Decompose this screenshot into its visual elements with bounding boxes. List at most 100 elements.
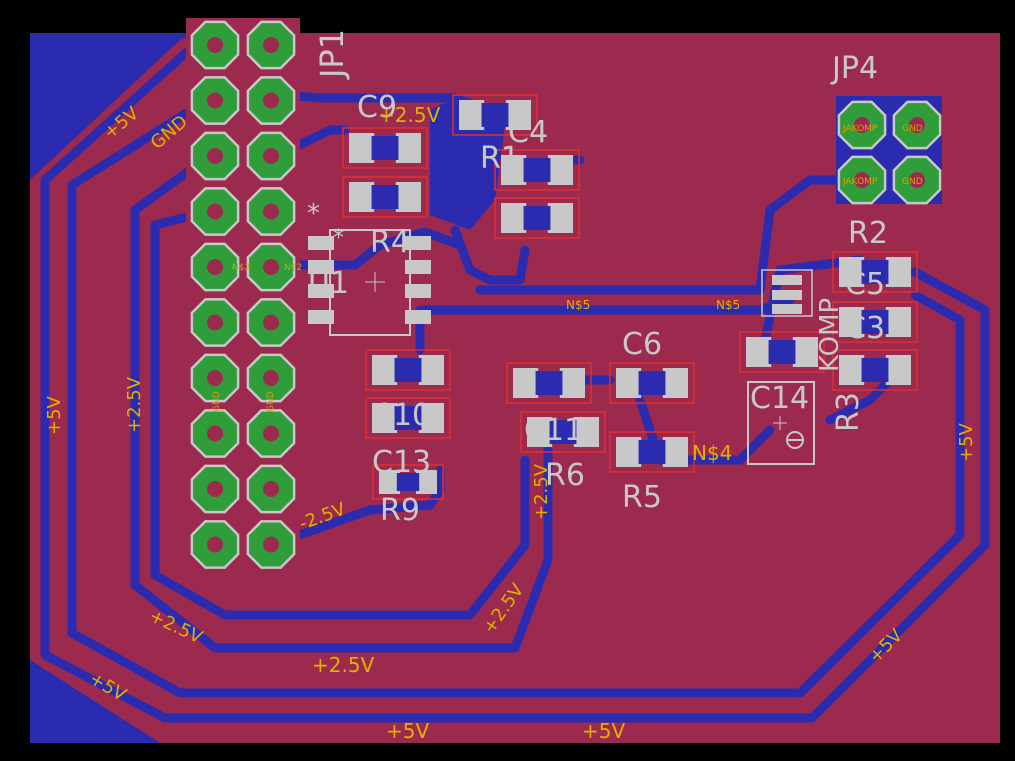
smd-pad bbox=[372, 403, 398, 433]
r2-label: R2 bbox=[848, 216, 888, 251]
jp1-pad-drill bbox=[263, 37, 279, 53]
smd-pad bbox=[839, 257, 865, 287]
smd-pad bbox=[547, 155, 573, 185]
c14-label: C14 bbox=[750, 381, 809, 416]
r3-label: R3 bbox=[831, 392, 866, 432]
smd-outline bbox=[342, 176, 428, 218]
jp1-pad-drill bbox=[207, 536, 223, 553]
smd-pad bbox=[746, 337, 772, 367]
smd-pad bbox=[395, 182, 421, 212]
smd-pad bbox=[792, 337, 818, 367]
smd-outline bbox=[832, 349, 918, 391]
jp1-pad-drill bbox=[263, 536, 279, 553]
c3-label: C3 bbox=[845, 311, 885, 346]
smd-pad bbox=[372, 355, 398, 385]
smd-outline bbox=[832, 251, 918, 293]
jp1-pad-drill bbox=[207, 148, 223, 164]
c6-label: C6 bbox=[622, 327, 662, 362]
r6-label: R6 bbox=[545, 458, 585, 493]
r5-label: R5 bbox=[622, 480, 662, 515]
smd-pad bbox=[885, 307, 911, 337]
smd-pad bbox=[839, 307, 865, 337]
net-label: +2.5V bbox=[378, 103, 441, 127]
smd-outline bbox=[365, 349, 451, 391]
c9-label: C9 bbox=[357, 90, 397, 125]
jp1-pad-drill bbox=[207, 203, 223, 220]
smd-body bbox=[861, 310, 889, 334]
smd-pad bbox=[501, 203, 527, 233]
smd-outline bbox=[494, 149, 580, 191]
top-left-pour bbox=[30, 33, 180, 170]
smd-pad bbox=[885, 257, 911, 287]
smd-outline bbox=[452, 94, 538, 136]
smd-body bbox=[481, 103, 509, 127]
jp1-pad-drill bbox=[207, 425, 223, 442]
smd-outline bbox=[372, 464, 444, 500]
jp1-pad-drill bbox=[263, 314, 279, 331]
smd-pad bbox=[513, 368, 539, 398]
jp1-pad-drill bbox=[263, 259, 279, 275]
jp4-pin-label: GND bbox=[902, 124, 923, 134]
jp4-pin-label: JAKOMP bbox=[842, 177, 878, 187]
net-label: +5V bbox=[956, 422, 977, 462]
u1-footprint bbox=[308, 229, 431, 336]
smd-outline bbox=[365, 397, 451, 439]
jp4-pad-drill bbox=[854, 172, 870, 188]
r9-label: R9 bbox=[380, 493, 420, 528]
c10-label: C10 bbox=[372, 398, 431, 433]
bottom-left-pour bbox=[30, 660, 160, 743]
c13-label: C13 bbox=[372, 445, 431, 480]
smd-outline bbox=[506, 362, 592, 404]
smd-outline bbox=[494, 197, 580, 239]
smd-outline bbox=[520, 411, 606, 453]
c4-label: C4 bbox=[508, 115, 548, 150]
smd-pad bbox=[839, 355, 865, 385]
smd-pad bbox=[349, 133, 375, 163]
smd-body bbox=[861, 260, 889, 284]
net-label: +5V bbox=[44, 395, 65, 435]
smd-outline bbox=[832, 301, 918, 343]
smd-pad bbox=[505, 100, 531, 130]
net-label: N$5 bbox=[716, 298, 740, 312]
smd-pad bbox=[527, 417, 553, 447]
smd-pad bbox=[501, 155, 527, 185]
net-label: +5V bbox=[582, 719, 625, 743]
smd-body bbox=[638, 371, 666, 395]
jp1-pad-drill bbox=[263, 370, 279, 386]
jp4-designator: JP4 bbox=[830, 51, 878, 86]
smd-body bbox=[549, 420, 577, 444]
smd-body bbox=[394, 406, 422, 430]
smd-pad bbox=[885, 355, 911, 385]
jp1-pad-drill bbox=[207, 370, 223, 386]
smd-pad bbox=[547, 203, 573, 233]
smd-footprints bbox=[342, 94, 918, 500]
jp4-pad-drill bbox=[909, 117, 925, 133]
net-label: N$4 bbox=[692, 441, 732, 465]
smd-body bbox=[523, 206, 551, 230]
jp1-pad-drill bbox=[207, 37, 223, 53]
jp4-pin-label: JAKOMP bbox=[842, 124, 878, 134]
c14-footprint bbox=[747, 381, 815, 465]
center-blue-pour bbox=[430, 98, 505, 230]
jp1-pad-drill bbox=[263, 481, 279, 497]
smd-pad bbox=[573, 417, 599, 447]
smd-body bbox=[861, 358, 889, 382]
smd-pad bbox=[395, 133, 421, 163]
smd-pad bbox=[616, 437, 642, 467]
smd-pad bbox=[418, 355, 444, 385]
jp1-pad-drill bbox=[207, 481, 223, 497]
pin-label: N$2 bbox=[284, 263, 302, 273]
smd-body bbox=[371, 136, 399, 160]
jp1-pad-drill bbox=[207, 259, 223, 275]
jp1-pad-drill bbox=[263, 425, 279, 442]
pin-label: N$2 bbox=[232, 263, 250, 273]
smd-body bbox=[535, 371, 563, 395]
jp4-pin-label: GND bbox=[902, 177, 923, 187]
smd-body bbox=[768, 340, 796, 364]
pin-label: GND bbox=[212, 391, 222, 412]
header-jp1 bbox=[186, 18, 300, 574]
komp-label: KOMP bbox=[815, 298, 845, 372]
jp4-pad-drill bbox=[909, 172, 925, 188]
header-jp4 bbox=[836, 96, 942, 205]
